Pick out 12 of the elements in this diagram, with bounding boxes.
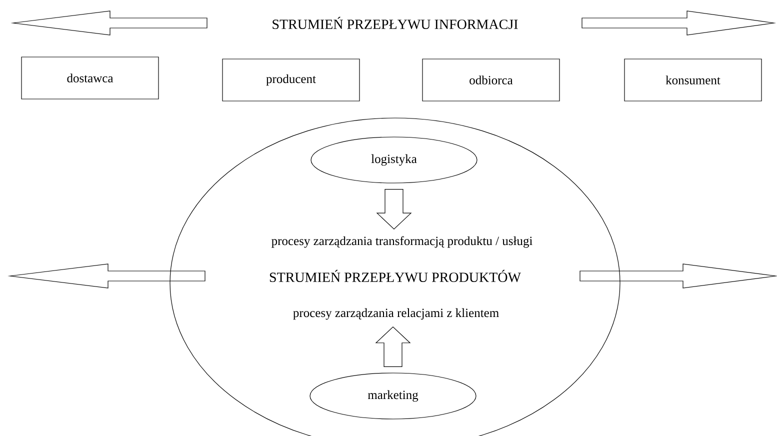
heading-text: STRUMIEŃ PRZEPŁYWU INFORMACJI <box>270 16 520 30</box>
block-arrow <box>376 189 412 230</box>
process-text: procesy zarządzania transformacją produktu / usługi <box>272 236 532 248</box>
block-arrow <box>375 326 411 367</box>
role-box: konsument <box>624 58 762 102</box>
heading-text: STRUMIEŃ PRZEPŁYWU PRODUKTÓW <box>270 270 521 282</box>
ellipse-box: logistyka <box>310 136 478 184</box>
role-box: odbiorca <box>422 58 560 102</box>
process-text: procesy zarządzania relacjami z klientem <box>293 308 499 320</box>
role-box: producent <box>222 58 360 102</box>
role-box: dostawca <box>21 56 159 100</box>
ellipse-box: marketing <box>310 372 476 420</box>
